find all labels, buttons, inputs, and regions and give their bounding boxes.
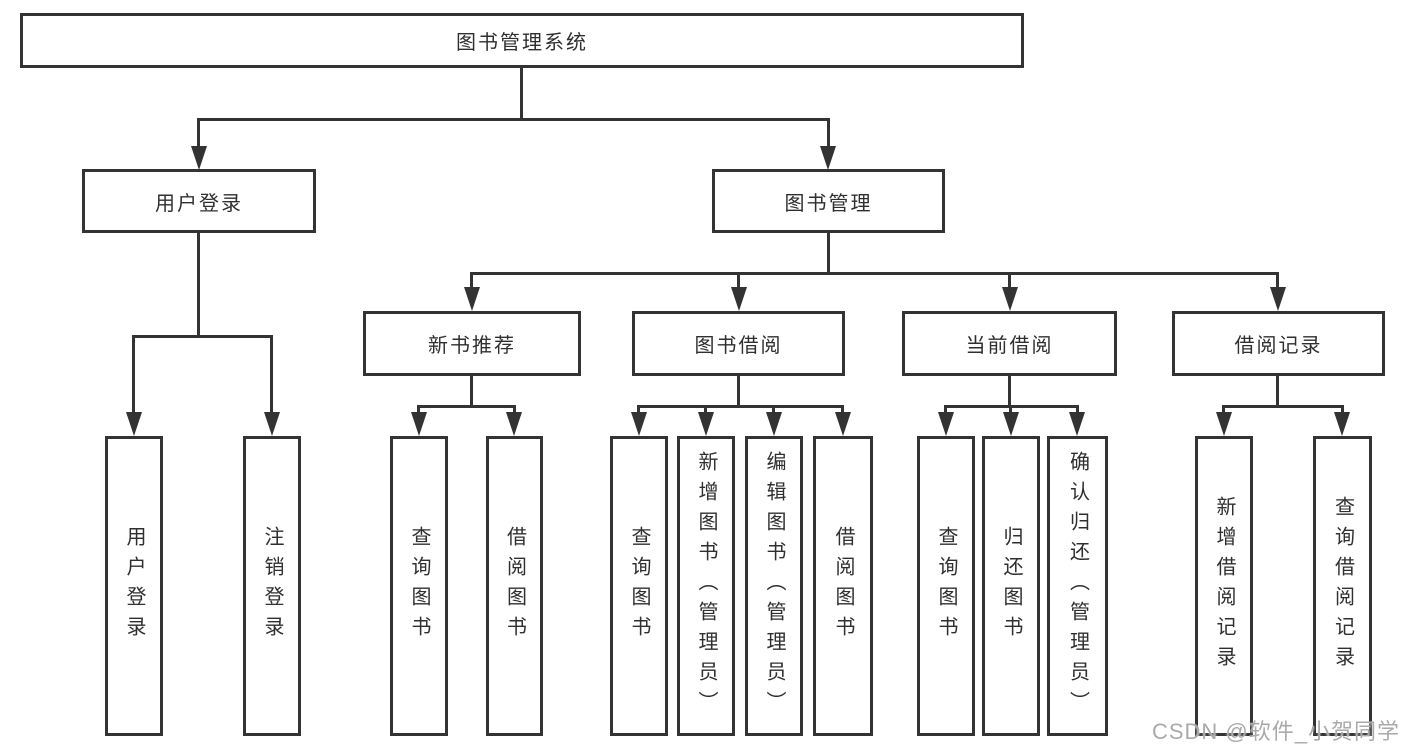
leaf-logout-label: 注销登录 [261, 526, 283, 646]
leaf-records-add-record: 新增借阅记录 [1195, 436, 1253, 736]
connector-current-borrow-stem [1008, 272, 1011, 290]
arrow-bb-borrow [835, 412, 851, 436]
connector-borrow-records-stem [1276, 272, 1279, 290]
arrow-user-login [191, 146, 207, 170]
connector-book-mgmt-stem [827, 118, 830, 148]
node-current-borrow-label: 当前借阅 [965, 335, 1054, 357]
leaf-current-confirm-return: 确认归还（管理员） [1047, 436, 1108, 736]
leaf-borrow-add-books: 新增图书（管理员） [677, 436, 735, 736]
connector-borrow-records-bar [1222, 405, 1344, 408]
node-borrow-records: 借阅记录 [1172, 311, 1385, 376]
connector-user-login-bar [132, 335, 273, 338]
arrow-new-book [464, 287, 480, 311]
csdn-watermark: CSDN @软件_小贺同学 [1151, 719, 1400, 744]
connector-bb-edit-stem [772, 405, 775, 415]
arrow-cb-return [1003, 412, 1019, 436]
connector-cb-return-stem [1009, 405, 1012, 415]
arrow-borrow-records [1270, 287, 1286, 311]
connector-bb-query-stem [637, 405, 640, 415]
leaf-recommend-query-books-label: 查询图书 [408, 526, 430, 646]
arrow-book-mgmt [820, 146, 836, 170]
leaf-borrow-edit-books-label: 编辑图书（管理员） [763, 451, 785, 721]
leaf-borrow-add-books-label: 新增图书（管理员） [695, 451, 717, 721]
leaf-current-query-books-label: 查询图书 [935, 526, 957, 646]
node-user-login: 用户登录 [82, 169, 316, 233]
leaf-recommend-borrow-books-label: 借阅图书 [503, 526, 526, 646]
arrow-rec-query [411, 412, 427, 436]
node-current-borrow: 当前借阅 [902, 311, 1117, 376]
leaf-current-return-books: 归还图书 [982, 436, 1040, 736]
leaf-borrow-borrow-books: 借阅图书 [813, 436, 873, 736]
leaf-records-query-record: 查询借阅记录 [1313, 436, 1372, 736]
leaf-borrow-borrow-books-label: 借阅图书 [832, 526, 854, 646]
connector-new-book-bar [417, 405, 516, 408]
node-book-borrow-label: 图书借阅 [694, 335, 783, 357]
leaf-borrow-edit-books: 编辑图书（管理员） [745, 436, 803, 736]
node-book-mgmt: 图书管理 [712, 169, 945, 233]
arrow-bb-edit [766, 412, 782, 436]
arrow-bb-add [698, 412, 714, 436]
leaf-current-confirm-return-label: 确认归还（管理员） [1066, 451, 1089, 721]
arrow-leaf-login [126, 412, 142, 436]
node-user-login-label: 用户登录 [155, 192, 243, 215]
connector-root-stem [520, 68, 523, 118]
leaf-current-query-books: 查询图书 [917, 436, 975, 736]
node-root-label: 图书管理系统 [456, 32, 588, 54]
leaf-recommend-query-books: 查询图书 [390, 436, 448, 736]
connector-br-add-stem [1222, 405, 1225, 415]
connector-book-borrow-bar [637, 405, 844, 408]
connector-new-book-down [470, 376, 473, 408]
node-book-borrow: 图书借阅 [632, 311, 845, 376]
node-root: 图书管理系统 [20, 13, 1024, 68]
connector-borrow-records-down [1276, 376, 1279, 408]
leaf-logout: 注销登录 [243, 436, 301, 736]
connector-user-login-down [197, 233, 200, 338]
connector-root-bar [197, 118, 830, 121]
leaf-borrow-query-books-label: 查询图书 [628, 526, 650, 646]
leaf-user-login: 用户登录 [105, 436, 163, 736]
connector-user-login-stem [197, 118, 200, 148]
leaf-user-login-label: 用户登录 [123, 526, 145, 646]
node-book-mgmt-label: 图书管理 [784, 192, 873, 215]
connector-rec-borrow-stem [513, 405, 516, 415]
connector-book-borrow-down [737, 376, 740, 408]
leaf-records-add-record-label: 新增借阅记录 [1213, 496, 1235, 676]
connector-new-book-stem [470, 272, 473, 290]
connector-cb-query-stem [944, 405, 947, 415]
leaf-current-return-books-label: 归还图书 [1000, 526, 1022, 646]
connector-bb-borrow-stem [841, 405, 844, 415]
connector-book-mgmt-down [827, 233, 830, 275]
connector-book-mgmt-bar [470, 272, 1279, 275]
arrow-br-add [1216, 412, 1232, 436]
arrow-cb-confirm [1069, 412, 1085, 436]
connector-cb-confirm-stem [1076, 405, 1079, 415]
arrow-cb-query [938, 412, 954, 436]
arrow-current-borrow [1002, 287, 1018, 311]
arrow-br-query [1334, 412, 1350, 436]
connector-leaf-login-stem [132, 335, 135, 415]
leaf-recommend-borrow-books: 借阅图书 [486, 436, 543, 736]
connector-current-borrow-down [1008, 376, 1011, 408]
connector-leaf-logout-stem [270, 335, 273, 415]
leaf-records-query-record-label: 查询借阅记录 [1331, 496, 1354, 676]
connector-bb-add-stem [704, 405, 707, 415]
leaf-borrow-query-books: 查询图书 [610, 436, 668, 736]
connector-book-borrow-stem [737, 272, 740, 290]
arrow-book-borrow [731, 287, 747, 311]
node-borrow-records-label: 借阅记录 [1234, 335, 1323, 357]
connector-rec-query-stem [417, 405, 420, 415]
arrow-leaf-logout [264, 412, 280, 436]
node-new-book-recommend-label: 新书推荐 [428, 335, 516, 357]
connector-br-query-stem [1341, 405, 1344, 415]
arrow-rec-borrow [506, 412, 522, 436]
arrow-bb-query [631, 412, 647, 436]
node-new-book-recommend: 新书推荐 [363, 311, 581, 376]
